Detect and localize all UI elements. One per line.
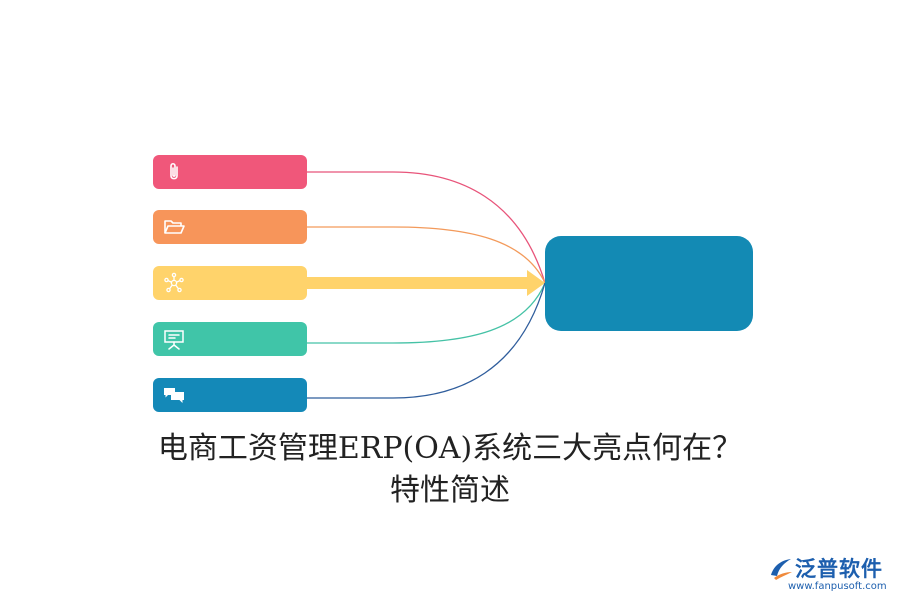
center-node xyxy=(545,236,753,331)
presentation-board-icon xyxy=(163,328,185,350)
connector-curve-1 xyxy=(307,171,546,284)
chat-bubbles-icon xyxy=(163,384,185,406)
connector-curve-2 xyxy=(307,226,546,284)
caption-line-1: 电商工资管理ERP(OA)系统三大亮点何在？ xyxy=(157,431,743,466)
node-chat xyxy=(153,378,307,412)
diagram-caption: 电商工资管理ERP(OA)系统三大亮点何在？ 特性简述 xyxy=(100,428,800,512)
caption-line-2: 特性简述 xyxy=(390,473,510,508)
node-paperclip xyxy=(153,155,307,189)
logo-name: 泛普软件 xyxy=(795,557,883,581)
brand-logo: 泛普软件 www.fanpusoft.com xyxy=(768,553,896,597)
folder-icon xyxy=(163,216,185,238)
logo-mark-icon xyxy=(771,559,792,580)
connector-arrow-head xyxy=(527,270,545,296)
logo-url: www.fanpusoft.com xyxy=(788,581,887,592)
node-network xyxy=(153,266,307,300)
node-presentation xyxy=(153,322,307,356)
node-folder xyxy=(153,210,307,244)
connector-arrow-shaft xyxy=(305,277,531,289)
connector-curve-5 xyxy=(307,282,546,399)
connector-curve-4 xyxy=(307,282,546,344)
network-icon xyxy=(163,272,185,294)
paperclip-icon xyxy=(163,161,185,183)
